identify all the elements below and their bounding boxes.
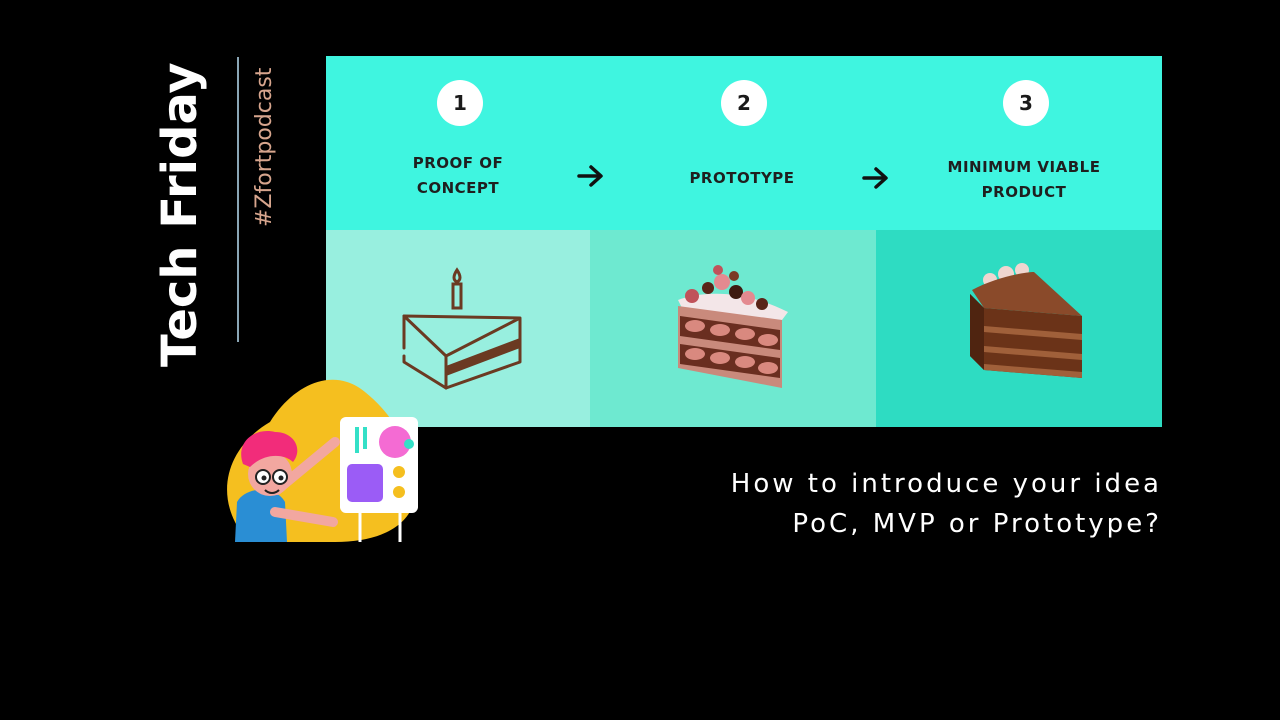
step-label: MINIMUM VIABLE PRODUCT (892, 155, 1156, 205)
caption-line: PoC, MVP or Prototype? (792, 509, 1162, 539)
step-minimum-viable-product: 3 MINIMUM VIABLE PRODUCT (892, 56, 1162, 230)
step-label-line: MINIMUM VIABLE (947, 158, 1101, 176)
cell-proof-of-concept (326, 230, 590, 427)
step-number-badge: 1 (437, 80, 483, 126)
step-proof-of-concept: 1 PROOF OF CONCEPT (326, 56, 596, 230)
caption: How to introduce your idea PoC, MVP or P… (731, 464, 1162, 544)
step-label-line: PROOF OF (412, 154, 504, 172)
step-number-badge: 3 (1003, 80, 1049, 126)
step-number-badge: 2 (721, 80, 767, 126)
step-label: PROOF OF CONCEPT (326, 151, 590, 201)
mascot-illustration (227, 379, 418, 542)
step-label-line: PRODUCT (981, 183, 1067, 201)
illustration-row (326, 230, 1162, 427)
cell-prototype (590, 230, 876, 427)
brand-title: Tech Friday (152, 62, 208, 367)
step-prototype: 2 PROTOTYPE (610, 56, 880, 230)
steps-band: 1 PROOF OF CONCEPT 2 PROTOTYPE 3 MINIMUM… (326, 56, 1162, 230)
brand-divider (237, 57, 239, 342)
step-label: PROTOTYPE (610, 166, 874, 191)
caption-line: How to introduce your idea (730, 469, 1162, 499)
chocolate-cake-slice-icon (970, 263, 1082, 378)
arrow-right-icon (577, 165, 603, 187)
arrow-right-icon (862, 167, 888, 189)
cell-minimum-viable-product (876, 230, 1162, 427)
brand-hashtag: #Zfortpodcast (252, 67, 277, 227)
strawberry-cake-slice-icon (678, 265, 788, 388)
step-label-line: CONCEPT (416, 179, 500, 197)
outline-cake-slice-icon (402, 267, 522, 390)
development-stages-diagram: 1 PROOF OF CONCEPT 2 PROTOTYPE 3 MINIMUM… (326, 56, 1162, 427)
step-label-line: PROTOTYPE (689, 169, 795, 187)
